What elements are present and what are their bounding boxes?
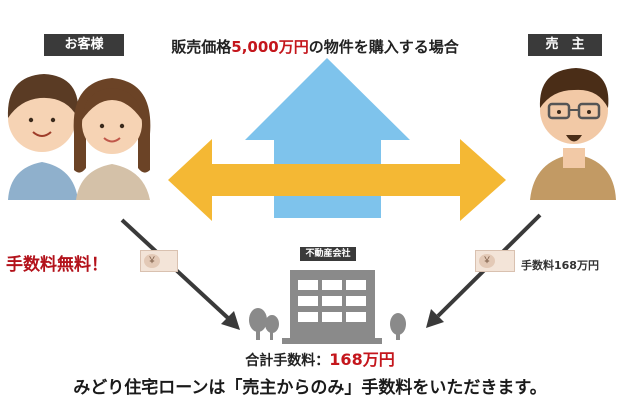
buyer-to-agency-arrow [120,218,240,330]
yen-bill-icon-buyer: ￥ [140,250,178,272]
seller-fee-text: 手数料168万円 [521,259,599,272]
headline-prefix: 販売価格 [171,38,232,56]
yen-bill-icon-seller: ￥ [475,250,515,272]
seller-label: 売 主 [528,34,602,56]
total-fee-label: 合計手数料： [245,353,330,369]
yen-symbol: ￥ [144,254,160,268]
agency-label: 不動産会社 [300,247,356,261]
yen-symbol: ￥ [479,254,495,268]
seller-man-icon [530,68,616,200]
headline-suffix: の物件を購入する場合 [308,38,459,56]
office-building-icon [282,270,382,344]
total-fee-value: 168万円 [329,350,395,369]
bottom-message: みどり住宅ローンは「売主からのみ」手数料をいただきます。 [73,378,547,398]
buyer-couple-icon [7,74,151,200]
buyer-fee-text: 手数料無料！ [6,255,108,275]
headline: 販売価格5,000万円の物件を購入する場合 [150,36,480,57]
headline-price: 5,000万円 [231,38,309,56]
buyer-label: お客様 [44,34,124,56]
tree-icon [249,308,406,340]
total-fee: 合計手数料：168万円 [210,346,430,370]
double-arrow-icon [168,139,506,221]
